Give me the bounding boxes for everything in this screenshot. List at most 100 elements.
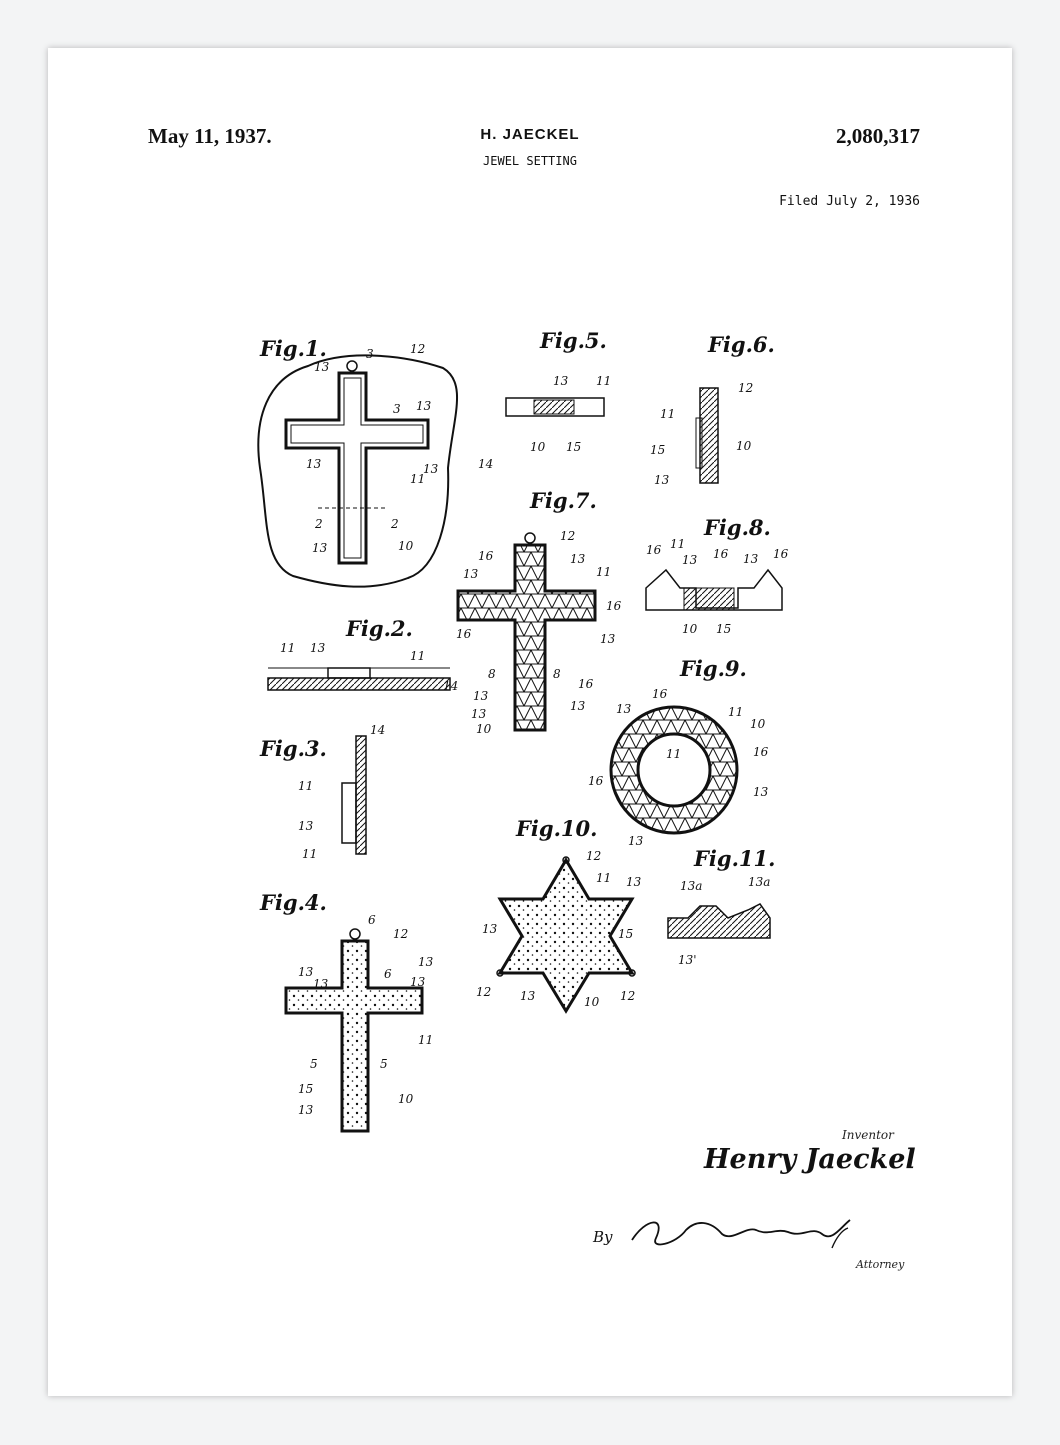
reference-numeral: 10 [750,717,766,731]
reference-numeral: 13 [626,875,642,889]
reference-numeral: 16 [646,543,662,557]
reference-numeral: 12 [586,849,601,863]
figure-8-label: Fig.8. [703,515,771,540]
figure-5: Fig.5. 13 11 10 15 [505,328,611,454]
fig2-section [267,677,451,691]
reference-numeral: 12 [476,985,491,999]
reference-numeral: 15 [618,927,633,941]
reference-numeral: 13 [416,399,432,413]
figure-10: Fig.10. 12 11 13 13 15 12 13 10 12 [476,816,642,1014]
reference-numeral: 12 [620,989,635,1003]
reference-numeral: 10 [682,622,698,636]
fig3-section [355,735,367,855]
fig5-section [505,397,605,417]
figure-3: Fig.3. 14 11 13 11 [259,723,385,861]
reference-numeral: 6 [384,967,392,981]
reference-numeral: 13 [314,360,330,374]
figure-11: Fig.11. 13a 13a 13' [667,846,775,967]
by-label: By [593,1228,613,1246]
figure-1-label: Fig.1. [259,336,327,361]
patent-sheet: May 11, 1937. H. JAECKEL JEWEL SETTING 2… [48,48,1012,1396]
reference-numeral: 3 [393,402,401,416]
reference-numeral: 16 [456,627,472,641]
reference-numeral: 13 [570,699,586,713]
reference-numeral: 16 [713,547,729,561]
reference-numeral: 3 [366,347,374,361]
reference-numeral: 13 [310,641,326,655]
fig10-star [497,857,635,1014]
fig6-section [699,387,719,484]
reference-numeral: 13 [682,553,698,567]
reference-numeral: 10 [476,722,492,736]
reference-numeral: 14 [443,679,458,693]
reference-numeral: 13 [753,785,769,799]
reference-numeral: 10 [530,440,546,454]
reference-numeral: 13 [298,965,314,979]
reference-numeral: 16 [773,547,789,561]
reference-numeral: 2 [390,517,399,531]
figure-2-label: Fig.2. [345,616,413,641]
reference-numeral: 14 [370,723,385,737]
patent-drawing: Fig.1. 3 12 13 3 13 13 13 11 14 2 2 13 1… [257,328,789,1133]
figure-5-label: Fig.5. [539,328,607,353]
reference-numeral: 8 [488,667,496,681]
figure-1: Fig.1. 3 12 13 3 13 13 13 11 14 2 2 13 1… [257,336,493,588]
reference-numeral: 5 [310,1057,318,1071]
reference-numeral: 11 [596,565,611,579]
reference-numeral: 10 [398,1092,414,1106]
reference-numeral: 2 [314,517,323,531]
reference-numeral: 16 [652,687,668,701]
reference-numeral: 13 [570,552,586,566]
reference-numeral: 12 [738,381,753,395]
reference-numeral: 13 [298,1103,314,1117]
reference-numeral: 13 [654,473,670,487]
reference-numeral: 13 [628,834,644,848]
reference-numeral: 16 [578,677,594,691]
figure-10-label: Fig.10. [515,816,597,841]
inventor-header: H. JAECKEL [480,126,580,143]
reference-numeral: 13 [463,567,479,581]
reference-numeral: 13 [520,989,536,1003]
reference-numeral: 11 [418,1033,433,1047]
figure-2: Fig.2. 11 13 11 14 [267,616,458,693]
figure-3-label: Fig.3. [259,736,327,761]
inventor-label: Inventor [842,1128,894,1142]
reference-numeral: 11 [596,871,611,885]
reference-numeral: 13 [312,541,328,555]
reference-numeral: 8 [553,667,561,681]
reference-numeral: 11 [302,847,317,861]
reference-numeral: 13 [471,707,487,721]
figure-6: Fig.6. 12 11 15 10 13 [650,332,775,487]
reference-numeral: 12 [560,529,575,543]
reference-numeral: 13 [410,975,426,989]
attorney-label: Attorney [856,1258,905,1271]
reference-numeral: 13 [306,457,322,471]
reference-numeral: 11 [280,641,295,655]
reference-numeral: 10 [736,439,752,453]
fig1-cross [284,371,430,565]
reference-numeral: 12 [410,342,425,356]
reference-numeral: 13 [553,374,569,388]
fig1-blob-outline [257,354,458,588]
reference-numeral: 11 [670,537,685,551]
figure-9: Fig.9. 16 13 11 10 11 16 16 13 13 [588,656,769,848]
reference-numeral: 12 [393,927,408,941]
reference-numeral: 11 [410,472,425,486]
reference-numeral: 13 [418,955,434,969]
reference-numeral: 11 [660,407,675,421]
reference-numeral: 16 [588,774,604,788]
fig1-bail [346,360,358,372]
figure-8: Fig.8. 16 11 13 16 13 16 10 15 [645,515,789,636]
fig4-cross [284,939,424,1133]
filed-date: Filed July 2, 1936 [779,194,920,209]
fig11-section [667,903,771,939]
reference-numeral: 11 [666,747,681,761]
figure-9-label: Fig.9. [679,656,747,681]
reference-numeral: 5 [380,1057,388,1071]
reference-numeral: 10 [584,995,600,1009]
reference-numeral: 13a [680,879,702,893]
reference-numeral: 16 [753,745,769,759]
reference-numeral: 15 [566,440,581,454]
reference-numeral: 15 [298,1082,313,1096]
inventor-name: Henry Jaeckel [704,1144,916,1175]
